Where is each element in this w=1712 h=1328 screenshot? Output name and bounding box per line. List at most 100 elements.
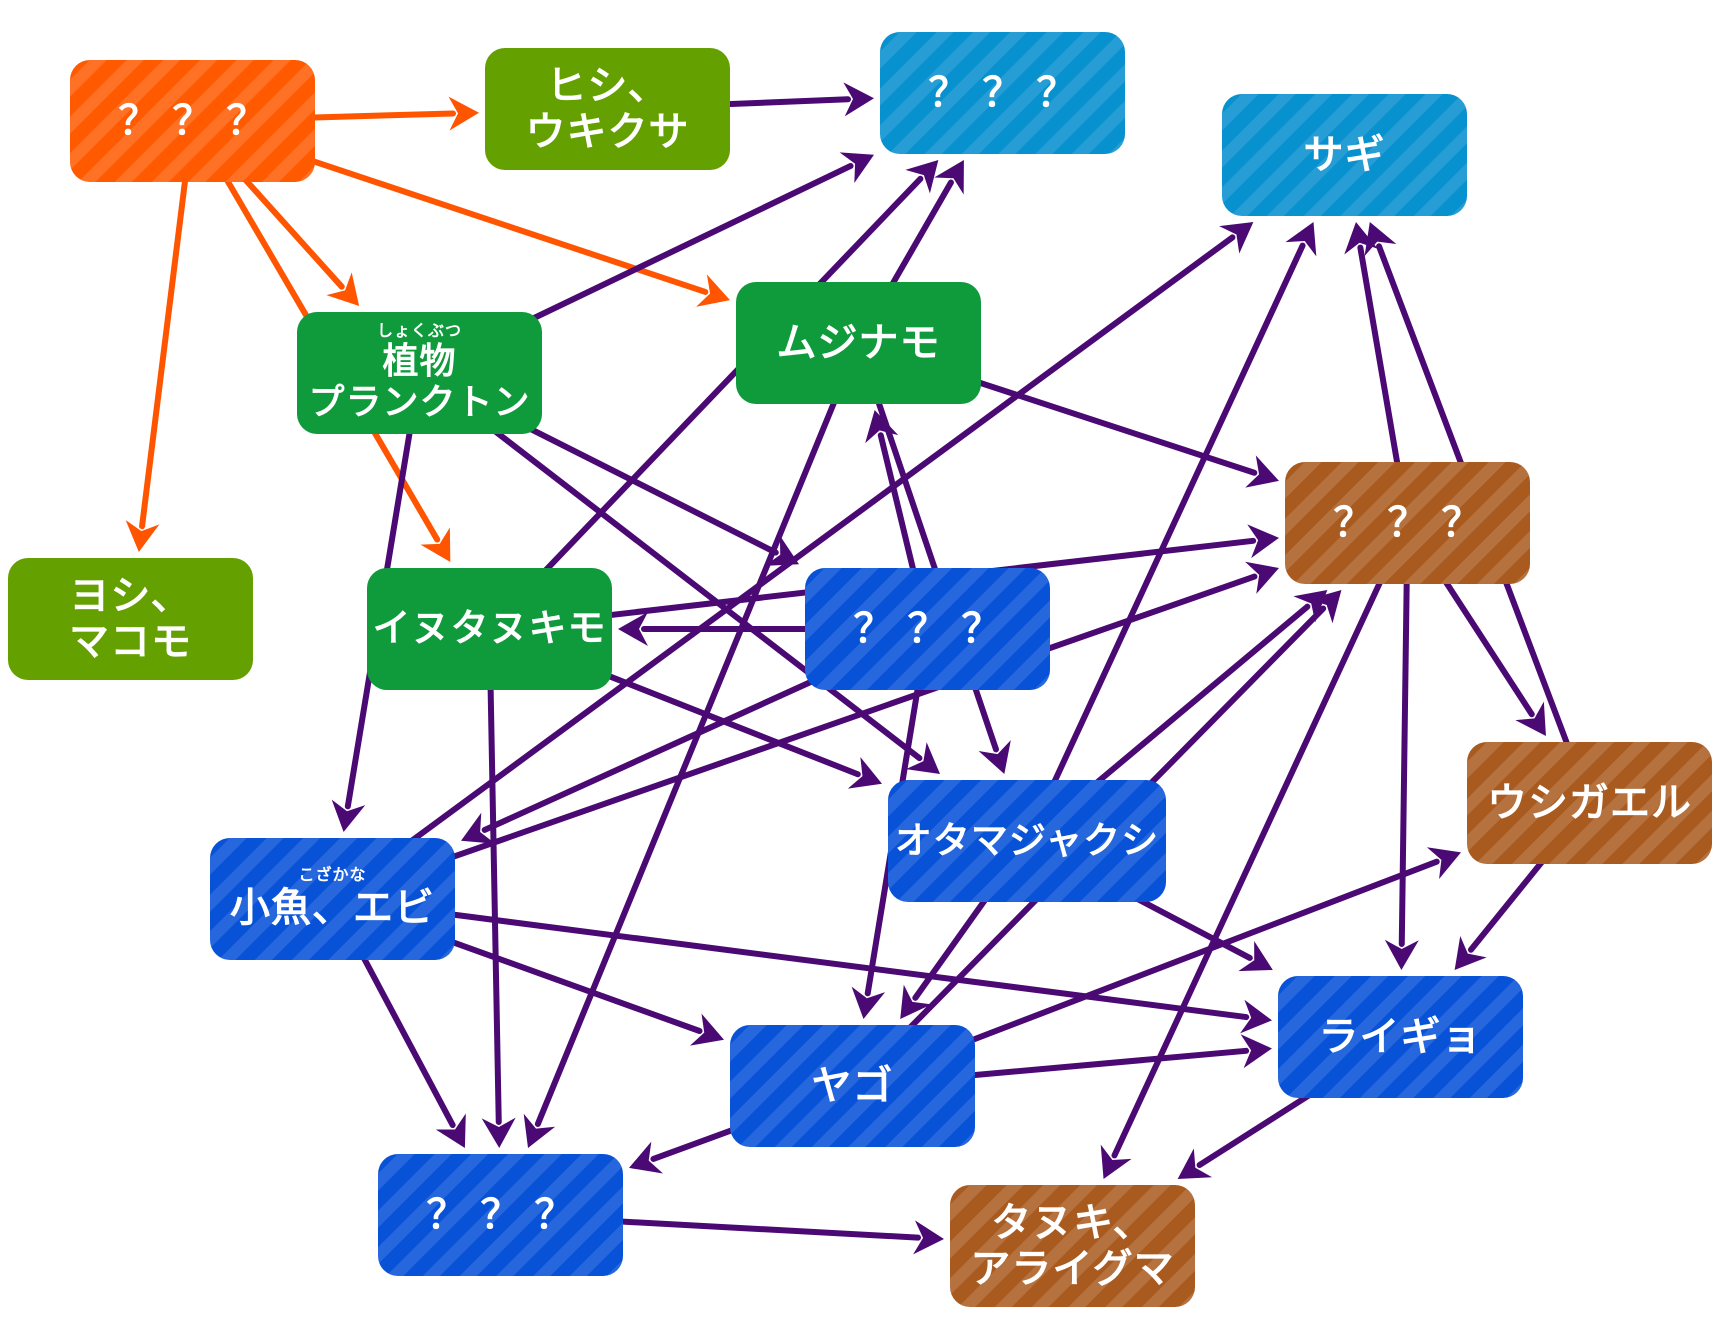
arrow-inutanukimo-to-otama (591, 667, 861, 778)
node-label: ？？？ (426, 1192, 589, 1238)
arrowhead-mid_unknown-to-yago (851, 986, 886, 1019)
arrow-plankton-to-mid_unknown (501, 413, 779, 556)
arrow-mujinamo-to-bird_unknown (880, 179, 954, 303)
arrow-kozakana-to-bottom_unknown (352, 939, 456, 1129)
arrowhead-plankton-to-bird_unknown (839, 152, 874, 184)
arrowhead-land_unknown-to-ushigaeru (1515, 701, 1546, 736)
node-raigyo[interactable]: ライギョ (1278, 976, 1523, 1098)
arrow-mujinamo-to-bottom_unknown (534, 383, 844, 1127)
arrow-land_unknown-to-tanuki (1111, 563, 1391, 1159)
arrowhead-inutanukimo-to-land_unknown (1247, 524, 1279, 559)
node-tanuki-araiguma[interactable]: タヌキ、 アライグマ (950, 1185, 1195, 1307)
arrowhead-land_unknown-to-raigyo (1384, 939, 1419, 970)
node-label: ヨシ、 マコモ (69, 573, 192, 665)
node-label: イヌタヌキモ (372, 606, 607, 651)
arrow-sun-to-plankton (228, 161, 345, 290)
arrow-land_unknown-to-ushigaeru (1432, 563, 1535, 718)
arrowhead-yago-to-ushigaeru (1426, 847, 1461, 879)
arrow-mid_unknown-to-kozakana (481, 669, 836, 833)
arrowhead-sun-to-inutanukimo (420, 527, 451, 562)
node-label: サギ (1303, 132, 1386, 178)
arrow-inutanukimo-to-bird_unknown (527, 175, 924, 589)
arrow-otama-to-land_unknown (1075, 603, 1311, 801)
arrowhead-ushigaeru-to-sagi (1364, 222, 1397, 257)
arrowhead-otama-to-sagi (1285, 222, 1317, 257)
node-land-unknown[interactable]: ？？？ (1285, 462, 1530, 584)
node-label: ムジナモ (776, 320, 941, 366)
arrow-kozakana-to-yago (434, 933, 703, 1034)
arrowhead-sun-to-hishi (448, 96, 479, 131)
node-label: ヤゴ (811, 1063, 894, 1109)
arrow-sun-to-yoshi (139, 161, 191, 530)
arrowhead-sun-to-mujinamo (696, 274, 730, 307)
arrowhead-plankton-to-mid_unknown (764, 535, 799, 566)
arrowhead-kozakana-to-sagi (1219, 222, 1254, 254)
arrowhead-mid_unknown-to-mujinamo (865, 410, 899, 444)
node-label: オタマジャクシ (894, 818, 1160, 862)
arrowhead-bottom_unknown-to-tanuki (913, 1220, 944, 1255)
arrowhead-mujinamo-to-otama (978, 740, 1011, 774)
arrowhead-land_unknown-to-sagi (1344, 222, 1378, 255)
arrow-sun-to-hishi (294, 110, 457, 121)
arrow-kozakana-to-sagi (387, 234, 1236, 859)
node-label: ？？？ (853, 606, 1016, 652)
arrowhead-mujinamo-to-land_unknown (1245, 455, 1279, 488)
arrow-kozakana-to-land_unknown (434, 573, 1258, 866)
node-sun-unknown[interactable]: ？？？ (70, 60, 315, 182)
arrow-hishi-to-bird_unknown (709, 96, 852, 108)
arrow-mujinamo-to-land_unknown (960, 374, 1258, 476)
arrow-plankton-to-bird_unknown (506, 162, 854, 333)
arrow-otama-to-yago (912, 881, 1000, 1001)
arrow-yago-to-raigyo (954, 1047, 1250, 1080)
arrowhead-kozakana-to-raigyo (1240, 999, 1272, 1034)
node-label: ？？？ (118, 98, 281, 144)
node-plant-plankton[interactable]: しょくぶつ 植物 プランクトン (297, 312, 542, 434)
node-hishi-ukikusa[interactable]: ヒシ、 ウキクサ (485, 48, 730, 170)
arrow-otama-to-sagi (1043, 242, 1306, 801)
arrowhead-mujinamo-to-bottom_unknown (523, 1113, 556, 1148)
node-label: タヌキ、 アライグマ (970, 1200, 1175, 1292)
arrowhead-kozakana-to-land_unknown (1245, 561, 1279, 594)
arrowhead-hishi-to-bird_unknown (843, 82, 874, 117)
node-label: ？？？ (928, 70, 1091, 116)
arrowhead-mid_unknown-to-inutanukimo (618, 612, 648, 646)
node-bottom-unknown[interactable]: ？？？ (378, 1154, 623, 1276)
node-kozakana-ebi[interactable]: こざかな 小魚、エビ (210, 838, 455, 960)
node-yago[interactable]: ヤゴ (730, 1025, 975, 1147)
node-ushigaeru[interactable]: ウシガエル (1467, 742, 1712, 864)
node-label: ウシガエル (1487, 780, 1692, 826)
arrowhead-yago-to-bottom_unknown (629, 1141, 664, 1174)
arrow-sun-to-mujinamo (294, 152, 709, 295)
node-otamajakushi[interactable]: オタマジャクシ (888, 780, 1166, 902)
node-label: ライギョ (1318, 1014, 1483, 1060)
arrow-yago-to-ushigaeru (954, 858, 1440, 1049)
arrowhead-land_unknown-to-tanuki (1100, 1144, 1132, 1179)
node-mujinamo[interactable]: ムジナモ (736, 282, 981, 404)
arrowhead-mid_unknown-to-kozakana (461, 812, 496, 844)
node-yoshi-makomo[interactable]: ヨシ、 マコモ (8, 558, 253, 680)
arrowhead-inutanukimo-to-bottom_unknown (481, 1117, 516, 1148)
arrowhead-yago-to-land_unknown (1308, 590, 1342, 624)
arrow-land_unknown-to-raigyo (1398, 563, 1410, 948)
arrow-land_unknown-to-sagi (1357, 244, 1404, 483)
node-ruby: しょくぶつ (376, 320, 462, 340)
arrowhead-sun-to-plankton (326, 272, 360, 306)
arrowhead-otama-to-raigyo (1238, 941, 1273, 972)
arrowhead-inutanukimo-to-bird_unknown (905, 160, 939, 194)
node-label: 植物 プランクトン (308, 340, 531, 423)
arrowhead-yago-to-raigyo (1240, 1034, 1272, 1069)
node-middle-unknown[interactable]: ？？？ (805, 568, 1050, 690)
node-label: 小魚、エビ (230, 885, 435, 931)
node-bird-unknown[interactable]: ？？？ (880, 32, 1125, 154)
node-inutanukimo[interactable]: イヌタヌキモ (367, 568, 612, 690)
arrow-plankton-to-otama (472, 413, 923, 762)
arrowhead-inutanukimo-to-otama (847, 756, 882, 789)
arrow-kozakana-to-raigyo (434, 909, 1250, 1021)
node-ruby: こざかな (298, 865, 367, 884)
arrowhead-kozakana-to-bottom_unknown (435, 1113, 466, 1148)
node-sagi[interactable]: サギ (1222, 94, 1467, 216)
arrowhead-plankton-to-kozakana (331, 799, 366, 832)
node-label: ？？？ (1333, 500, 1496, 546)
